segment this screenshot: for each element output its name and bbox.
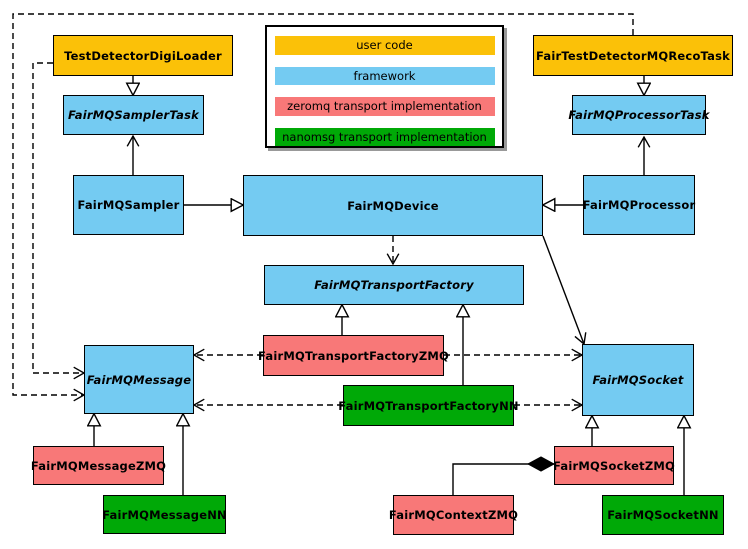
class-box-fairmqsamplertask: FairMQSamplerTask (63, 95, 204, 135)
edge-recotask-message-dep (12, 13, 634, 402)
class-box-fairmqdevice: FairMQDevice (243, 175, 543, 236)
class-box-fairmqmessagezmq: FairMQMessageZMQ (31, 446, 166, 485)
class-box-fairmqtransportfactorynn: FairMQTransportFactoryNN (338, 385, 519, 426)
class-box-fairmqtransportfactory: FairMQTransportFactory (264, 265, 524, 305)
class-box-fairmqprocessor: FairMQProcessor (583, 175, 695, 235)
class-box-fairmqtransportfactoryzmq: FairMQTransportFactoryZMQ (258, 335, 449, 376)
legend-item-nanomsg: nanomsg transport implementation (274, 127, 495, 146)
class-box-testdetectordigiloader: TestDetectorDigiLoader (53, 35, 233, 76)
legend-item-framework: framework (274, 66, 495, 85)
class-box-fairmqprocessortask: FairMQProcessorTask (568, 95, 709, 135)
class-box-fairmqsocketzmq: FairMQSocketZMQ (553, 446, 675, 485)
class-box-fairmqsampler: FairMQSampler (73, 175, 184, 235)
edge-device-socket (542, 235, 587, 346)
class-box-fairmqsocket: FairMQSocket (582, 344, 694, 416)
legend: user code framework zeromq transport imp… (265, 25, 504, 148)
class-box-fairmqmessage: FairMQMessage (84, 345, 194, 414)
class-box-fairmqcontextzmq: FairMQContextZMQ (389, 495, 518, 535)
edge-contextzmq-socketzmq-comp (452, 464, 554, 495)
legend-item-zeromq: zeromq transport implementation (274, 97, 495, 116)
class-box-fairmqmessagenn: FairMQMessageNN (102, 495, 227, 534)
legend-item-user-code: user code (274, 36, 495, 55)
class-box-fairmqsocketnn: FairMQSocketNN (602, 495, 724, 535)
edge-digiloader-message-dep (32, 62, 86, 380)
class-box-fairtestdetectormqrecotask: FairTestDetectorMQRecoTask (533, 35, 733, 76)
